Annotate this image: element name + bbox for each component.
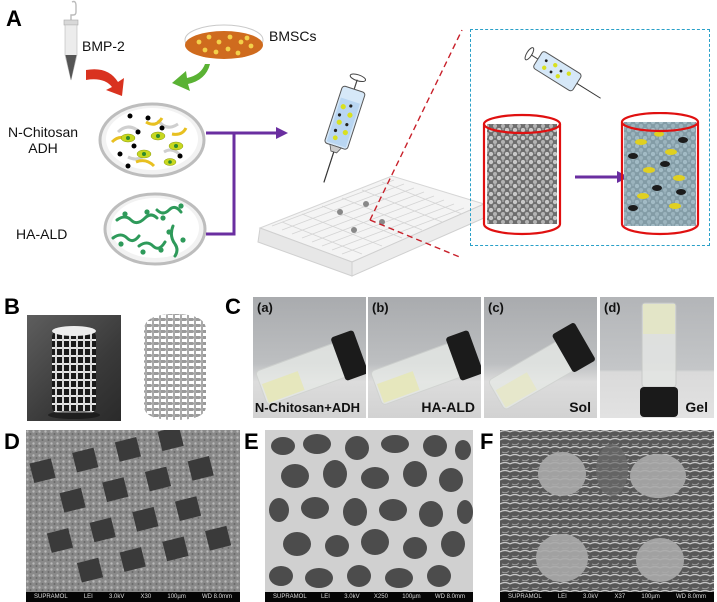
panel-c: C (a) N-Chitosan+ADH (b) HA-ALD: [225, 290, 717, 420]
sem-org: SUPRAMOL: [34, 594, 68, 600]
sem-composite-image: [500, 430, 714, 592]
small-syringe-icon: [524, 47, 601, 99]
label-n-chitosan: N-Chitosan: [8, 124, 79, 140]
sem-org: SUPRAMOL: [273, 594, 307, 600]
inverted-vial-image: [640, 302, 678, 417]
vial-photo-c: (c) Sol: [484, 297, 597, 418]
eppendorf-tube-icon: [63, 0, 79, 81]
red-curved-arrow-icon: [86, 69, 124, 96]
panel-letter-b: B: [4, 294, 20, 319]
panel-b: B: [0, 290, 240, 422]
sem-porous-hydrogel-image: [265, 430, 473, 592]
sem-working-distance: WD 8.0mm: [201, 594, 232, 600]
tilted-vial-image: [370, 330, 481, 405]
sem-detector: LEI: [320, 594, 330, 600]
panel-letter-d: D: [4, 429, 20, 454]
label-bmp2: BMP-2: [82, 38, 125, 54]
sem-info-bar-e: SUPRAMOL LEI 3.0kV X250 100µm WD 8.0mm: [265, 592, 473, 602]
purple-connector-arrow: [206, 127, 288, 236]
vial-photo-b: (b) HA-ALD: [368, 297, 481, 418]
label-ha-ald: HA-ALD: [16, 226, 68, 242]
label-adh: ADH: [28, 140, 58, 157]
label-bmscs: BMSCs: [269, 28, 317, 44]
sem-org: SUPRAMOL: [508, 594, 542, 600]
micro-ct-scaffold-image: [144, 314, 206, 420]
sem-scale: 100µm: [167, 594, 186, 600]
sem-magnification: X30: [140, 594, 152, 600]
subpanel-tag-c: (c): [488, 300, 504, 315]
sem-image-e: SUPRAMOL LEI 3.0kV X250 100µm WD 8.0mm: [265, 430, 473, 602]
mixture-dish-ha-ald: [103, 192, 207, 266]
sem-image-f: SUPRAMOL LEI 3.0kV X37 100µm WD 8.0mm: [500, 430, 714, 602]
tilted-vial-image: [255, 330, 366, 405]
sem-info-bar-d: SUPRAMOL LEI 3.0kV X30 100µm WD 8.0mm: [26, 592, 240, 602]
subpanel-tag-d: (d): [604, 300, 621, 315]
sem-voltage: 3.0kV: [344, 594, 360, 600]
panel-letter-a: A: [6, 6, 22, 31]
panel-a: A BMP-2 BMSCs: [0, 0, 717, 285]
sem-scale: 100µm: [402, 594, 421, 600]
subpanel-tag-b: (b): [372, 300, 389, 315]
panel-f: F SUPRAMOL LEI 3.0kV X37 100µm WD 8.0mm: [476, 425, 717, 602]
sem-scale: 100µm: [641, 594, 660, 600]
subpanel-caption-c: Sol: [569, 399, 591, 415]
vial-photo-d: (d) Gel: [600, 297, 714, 418]
sem-detector: LEI: [557, 594, 567, 600]
subpanel-caption-a: N-Chitosan+ADH: [254, 400, 360, 415]
zoom-detail-box: [470, 29, 710, 246]
scaffold-photo: [27, 315, 121, 421]
printed-scaffold-image: [48, 326, 100, 419]
green-curved-arrow-icon: [172, 64, 210, 91]
scaffold-cylinder-filled: [620, 112, 700, 236]
subpanel-caption-b: HA-ALD: [421, 399, 475, 415]
sem-working-distance: WD 8.0mm: [675, 594, 706, 600]
sem-detector: LEI: [83, 594, 93, 600]
scaffold-cylinder-empty: [482, 113, 562, 236]
subpanel-caption-d: Gel: [685, 399, 708, 415]
sem-working-distance: WD 8.0mm: [434, 594, 465, 600]
zoom-callout-lines: [369, 29, 463, 259]
mixture-dish-chitosan: [98, 102, 206, 178]
syringe-icon: [323, 73, 366, 183]
sem-image-d: SUPRAMOL LEI 3.0kV X30 100µm WD 8.0mm: [26, 430, 240, 602]
tilted-vial-image: [488, 323, 595, 410]
panel-letter-c: C: [225, 294, 241, 319]
panel-e: E SUPRAMOL LEI 3.0kV X250 100µm WD 8.0mm: [240, 425, 476, 602]
sem-voltage: 3.0kV: [109, 594, 125, 600]
micro-ct-render: [138, 312, 212, 422]
panel-d: D SUPRAMOL LEI 3.0kV X30 100µm WD 8: [0, 425, 240, 602]
panel-letter-f: F: [480, 429, 494, 454]
label-n-chitosan-adh: N-Chitosan ADH: [8, 124, 78, 156]
sem-info-bar-f: SUPRAMOL LEI 3.0kV X37 100µm WD 8.0mm: [500, 592, 714, 602]
subpanel-tag-a: (a): [257, 300, 273, 315]
petri-dish-icon: [184, 24, 264, 59]
sem-scaffold-grid-image: [26, 430, 240, 592]
panel-letter-e: E: [244, 429, 259, 454]
sem-magnification: X37: [614, 594, 626, 600]
sem-voltage: 3.0kV: [583, 594, 599, 600]
vial-photo-a: (a) N-Chitosan+ADH: [253, 297, 366, 418]
sem-magnification: X250: [373, 594, 388, 600]
